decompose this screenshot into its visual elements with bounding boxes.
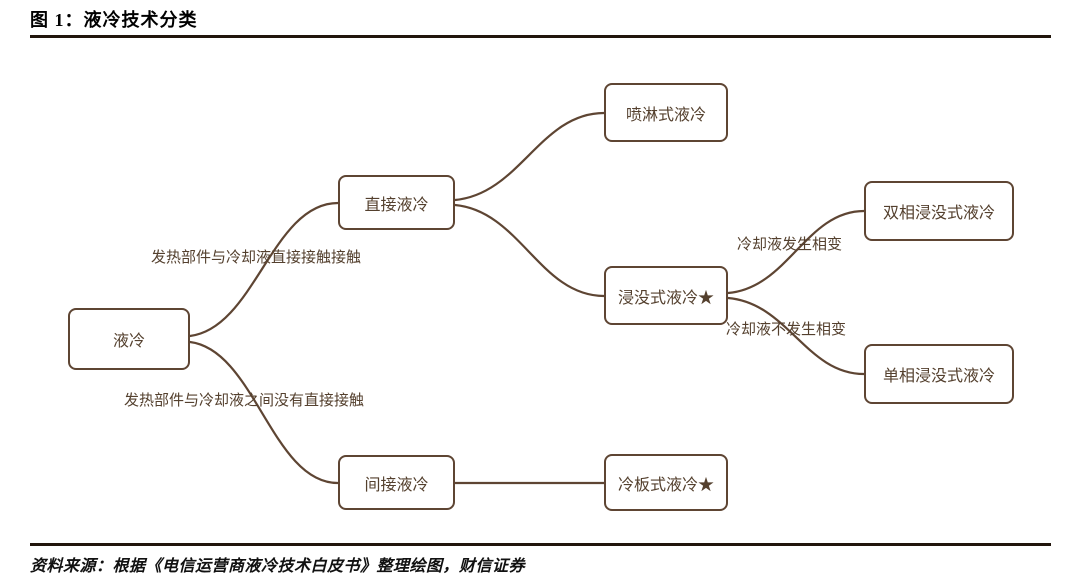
node-root: 液冷 xyxy=(68,308,190,370)
node-cold-plate-label: 冷板式液冷★ xyxy=(617,476,714,494)
node-cold-plate: 冷板式液冷★ xyxy=(604,454,728,511)
node-immersion: 浸没式液冷★ xyxy=(604,266,728,325)
node-indirect: 间接液冷 xyxy=(338,455,455,510)
node-immersion-label: 浸没式液冷★ xyxy=(617,289,714,307)
node-direct: 直接液冷 xyxy=(338,175,455,230)
edge-label-no-direct-contact: 发热部件与冷却液之间没有直接接触 xyxy=(124,393,365,409)
edge-root-direct xyxy=(188,201,340,338)
node-two-phase: 双相浸没式液冷 xyxy=(864,181,1014,241)
node-single-phase-label: 单相浸没式液冷 xyxy=(882,368,995,385)
node-spray-label: 喷淋式液冷 xyxy=(625,106,706,124)
source-rule xyxy=(30,543,1051,546)
edge-label-direct-contact: 发热部件与冷却液直接接触接触 xyxy=(151,250,362,266)
title-rule xyxy=(30,35,1051,38)
node-root-label: 液冷 xyxy=(112,333,145,350)
source-text: 资料来源：根据《电信运营商液冷技术白皮书》整理绘图，财信证券 xyxy=(30,558,526,575)
node-two-phase-label: 双相浸没式液冷 xyxy=(882,205,995,222)
node-single-phase: 单相浸没式液冷 xyxy=(864,344,1014,404)
figure-title: 图 1：液冷技术分类 xyxy=(30,10,198,30)
node-indirect-label: 间接液冷 xyxy=(364,476,429,494)
node-direct-label: 直接液冷 xyxy=(364,196,429,214)
edge-direct-immersion xyxy=(453,203,606,298)
edge-label-phase-change: 冷却液发生相变 xyxy=(737,237,843,253)
edge-immersion-singlephase xyxy=(726,296,866,376)
edge-immersion-twophase xyxy=(726,209,866,295)
edge-root-indirect xyxy=(188,340,340,485)
edge-label-no-phase-change: 冷却液不发生相变 xyxy=(726,322,847,338)
edge-direct-spray xyxy=(453,111,606,202)
node-spray: 喷淋式液冷 xyxy=(604,83,728,142)
